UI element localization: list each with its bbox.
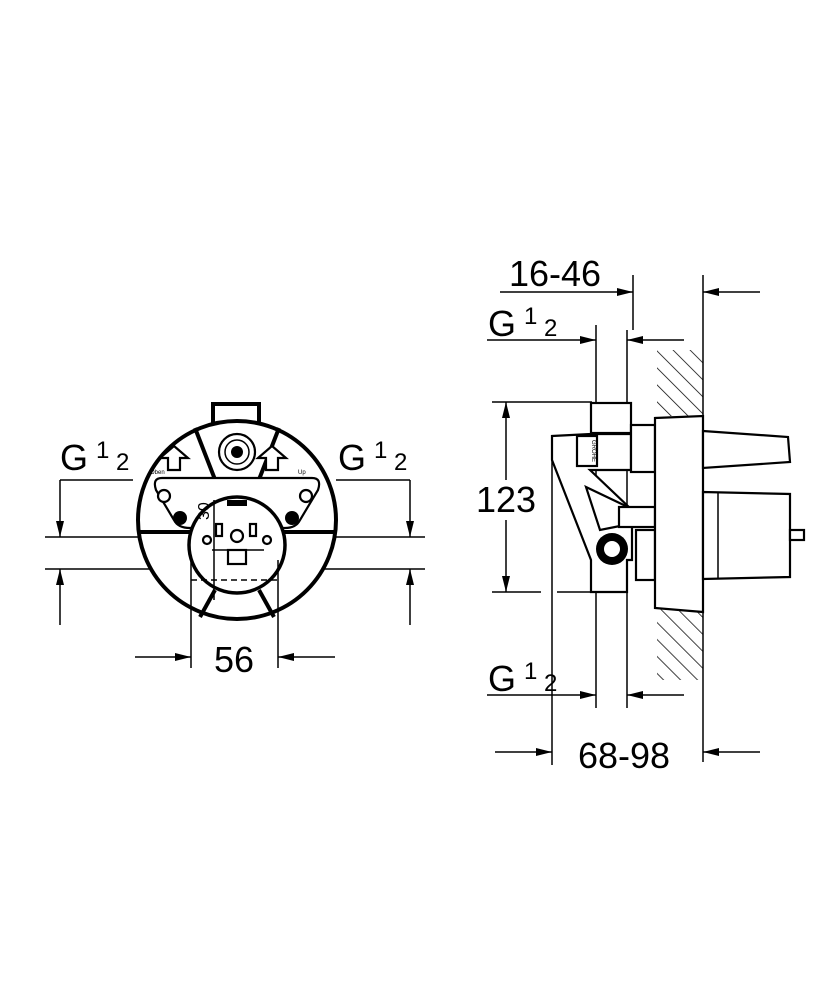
grohe-logo-mark (227, 500, 247, 506)
body-marking-plate (575, 434, 599, 468)
wall-hatch (657, 350, 703, 416)
thermostat-knob (701, 490, 792, 581)
stem-block (617, 505, 657, 529)
mount-screw (285, 511, 299, 525)
thread-right-base: G (338, 437, 366, 478)
mount-hole (298, 488, 314, 504)
inner-circle (187, 495, 287, 595)
thread-bottom-den: 2 (544, 670, 557, 697)
up-arrow-icon (157, 444, 191, 472)
thread-top-base: G (488, 303, 516, 344)
mount-screw (173, 511, 187, 525)
cartridge-center (231, 446, 243, 458)
top-fitting (589, 401, 633, 435)
spacing-dimension: 56 (214, 639, 254, 680)
arrow-label-right: Up (298, 470, 306, 476)
inner-hole (261, 534, 273, 546)
thread-left-den: 2 (116, 449, 129, 476)
side-view: GROHE 16-46 G 1 2 123 G 1 2 (476, 253, 806, 776)
mount-hole (156, 488, 172, 504)
cartridge-ring (224, 439, 250, 465)
center-hole (229, 528, 245, 544)
lower-block (634, 528, 657, 582)
cover-plate (653, 414, 705, 614)
inner-block (226, 548, 248, 566)
lever-handle (701, 429, 792, 470)
thread-top-num: 1 (524, 303, 537, 330)
total-depth-dimension: 68-98 (578, 735, 670, 776)
connector-block (629, 423, 657, 474)
arrow-label-left: Oben (150, 470, 165, 476)
thread-left-num: 1 (96, 437, 109, 464)
wall-hatch (657, 608, 703, 680)
inner-hole (201, 534, 213, 546)
body-marking: GROHE (590, 440, 596, 462)
spoke (257, 589, 276, 618)
thread-right-num: 1 (374, 437, 387, 464)
thread-top-den: 2 (544, 315, 557, 342)
thread-bottom-num: 1 (524, 658, 537, 685)
thread-bottom-base: G (488, 658, 516, 699)
height-dimension: 123 (476, 479, 536, 520)
knob-stem (788, 528, 806, 542)
inner-tab (214, 522, 224, 538)
up-arrow-icon (255, 444, 289, 472)
thread-left-base: G (60, 437, 88, 478)
thread-right-den: 2 (394, 449, 407, 476)
inner-label: 30 (196, 502, 213, 520)
inner-tab (248, 522, 258, 538)
spoke (198, 589, 217, 618)
outlet-hole (604, 541, 620, 557)
front-view: Oben Up 30 G 1 2 G 1 2 56 (45, 402, 425, 680)
wall-depth-dimension: 16-46 (509, 253, 601, 294)
